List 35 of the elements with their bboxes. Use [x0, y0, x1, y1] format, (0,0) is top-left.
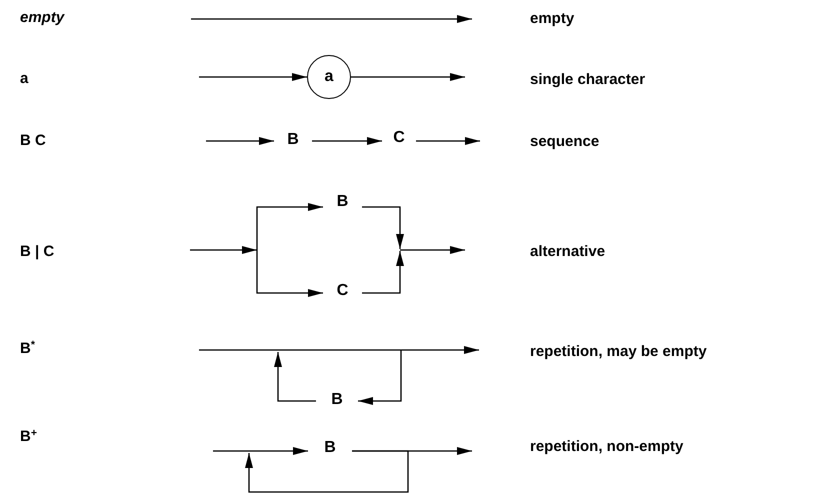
- arrow: [400, 246, 465, 254]
- terminal-circle: [307, 55, 351, 99]
- arrow: [206, 137, 274, 145]
- arrow: [245, 450, 409, 493]
- expression-text: a: [20, 70, 28, 87]
- nonterminal-label: C: [393, 129, 405, 147]
- description-text: repetition, may be empty: [530, 343, 707, 360]
- arrow: [190, 246, 257, 254]
- nonterminal-label: B: [324, 439, 336, 457]
- arrow: [274, 352, 316, 402]
- expression-text: B$^{*}$: [20, 340, 35, 357]
- description-text: alternative: [530, 243, 606, 260]
- description-text: single character: [530, 71, 646, 88]
- expression-text: B$^{+}$: [20, 428, 37, 445]
- nonterminal-label: B: [336, 193, 348, 211]
- expression-text: B C: [20, 132, 46, 149]
- arrow: [362, 206, 404, 249]
- arrow: [256, 250, 323, 297]
- arrow: [351, 73, 465, 81]
- nonterminal-label: B: [287, 131, 299, 149]
- arrow: [416, 137, 480, 145]
- description-text: sequence: [530, 133, 600, 150]
- symbol-text: a: [324, 68, 334, 86]
- expression-text: empty: [20, 9, 64, 26]
- arrow: [199, 73, 307, 81]
- description-text: empty: [530, 10, 574, 27]
- nonterminal-label: C: [336, 282, 348, 300]
- arrow: [256, 203, 323, 250]
- nonterminal-label: B: [331, 391, 343, 409]
- description-text: repetition, non-empty: [530, 438, 684, 455]
- arrow: [213, 447, 308, 455]
- arrow: [362, 251, 404, 294]
- expression-text: B | C: [20, 243, 54, 260]
- arrow: [312, 137, 382, 145]
- arrow: [358, 350, 402, 405]
